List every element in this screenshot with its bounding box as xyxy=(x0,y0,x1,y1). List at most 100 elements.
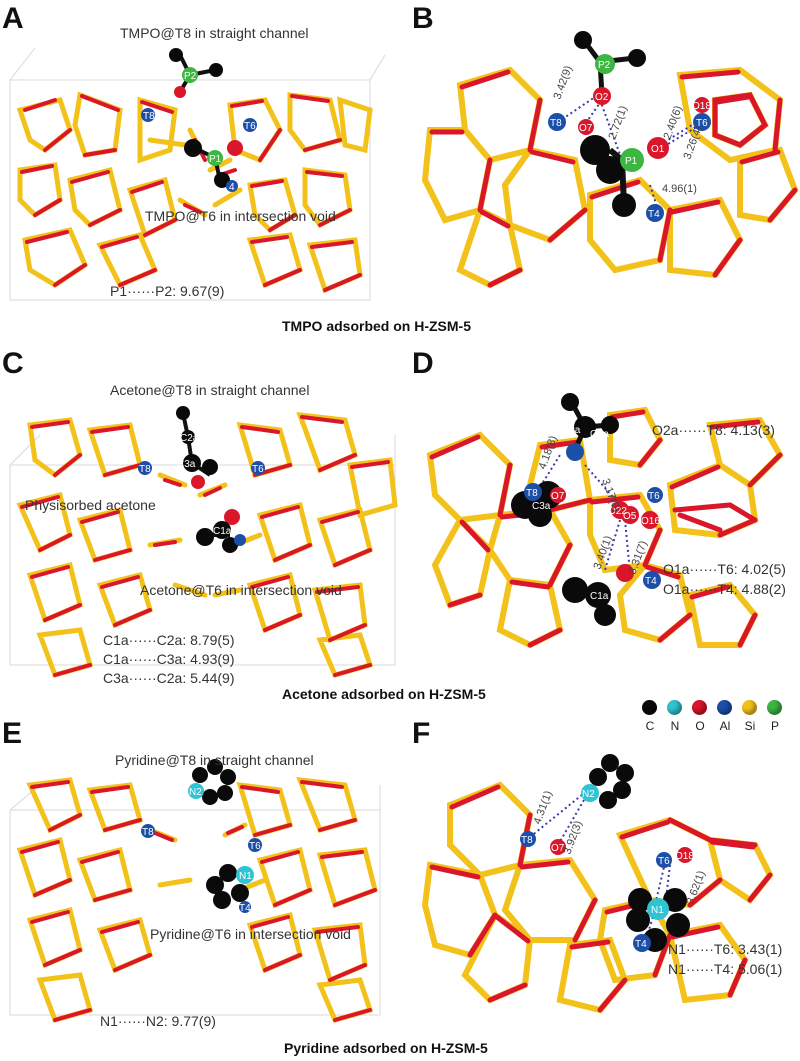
panel-label-a: A xyxy=(2,2,24,35)
atom-label: C2a xyxy=(562,425,581,436)
atom-label: T8 xyxy=(143,111,155,122)
atom-label: T6 xyxy=(244,121,256,132)
intersection-void-label: Acetone@T6 in intersection void xyxy=(140,582,342,598)
atom-label: T8 xyxy=(139,464,151,475)
framework-c: T8 C3a C2a T6 C1a xyxy=(9,406,398,679)
t4-atom-a xyxy=(226,180,238,192)
t6-atom-a xyxy=(243,118,257,132)
acetone-c1a-molecule xyxy=(562,577,616,626)
straight-channel-label: Pyridine@T8 in straight channel xyxy=(115,752,314,768)
atom-label: N1 xyxy=(651,905,664,916)
atom-label: P1 xyxy=(625,156,638,167)
pyridine-t8-molecule xyxy=(188,759,236,805)
atom-label: O16 xyxy=(641,516,660,527)
framework-d: C2a O2a T8 O7 O22 C3a O5 O16 T6 C1a T4 4… xyxy=(426,393,784,649)
legend-label: P xyxy=(770,719,779,733)
atom-label: O18 xyxy=(692,101,711,112)
framework-b: T8 O7 O2 P2 O18 T6 O1 P1 T4 3.42(9) 2.72… xyxy=(421,31,799,289)
silicon-legend-dot xyxy=(742,700,757,715)
atom-label: C3a xyxy=(532,501,551,512)
atom-label: N2 xyxy=(189,787,202,798)
atom-label: T6 xyxy=(252,464,264,475)
acetone-t6-molecule xyxy=(196,509,240,553)
atom-label: T6 xyxy=(648,491,660,502)
panel-label-f: F xyxy=(412,717,431,750)
legend-label: N xyxy=(670,719,680,733)
tmpo-t8-molecule xyxy=(169,48,223,98)
zeolite-framework xyxy=(421,66,799,289)
intersection-void-label: TMPO@T6 in intersection void xyxy=(145,208,336,224)
acetone-t8-molecule xyxy=(176,406,218,489)
zeolite-framework xyxy=(16,91,373,294)
distance-label: O1a······T6: 4.02(5) xyxy=(663,561,786,577)
physisorbed-label: Physisorbed acetone xyxy=(25,497,156,513)
oxygen-legend-dot xyxy=(692,700,707,715)
straight-channel-label: TMPO@T8 in straight channel xyxy=(120,25,309,41)
distance-label: C3a······C2a: 5.44(9) xyxy=(103,670,235,686)
distance-label: N1······T4: 5.06(1) xyxy=(668,961,783,977)
pyridine-t8-molecule xyxy=(581,754,634,809)
atom-label: O1 xyxy=(651,144,665,155)
distance-label: P1······P2: 9.67(9) xyxy=(110,283,225,299)
panel-label-b: B xyxy=(412,2,434,35)
panel-f: N2 T8 O7 T6 O18 N1 T4 4.31(1) 3.92(3) 3.… xyxy=(410,715,800,1035)
atom-label: P1 xyxy=(209,154,222,165)
zeolite-framework xyxy=(16,777,378,1024)
distance-label: O2a······T8: 4.13(3) xyxy=(652,422,775,438)
atom-label: N2 xyxy=(582,789,595,800)
atom-label: O18 xyxy=(675,851,694,862)
panel-b: T8 O7 O2 P2 O18 T6 O1 P1 T4 3.42(9) 2.72… xyxy=(410,0,800,310)
zeolite-framework xyxy=(426,406,784,649)
atom-label: T4 xyxy=(645,576,657,587)
distance-label: N1······T6: 3.43(1) xyxy=(668,941,783,957)
atom-label: T8 xyxy=(526,488,538,499)
legend-label: Si xyxy=(744,719,756,733)
bond-length: 4.96(1) xyxy=(662,183,697,195)
legend-label: C xyxy=(645,719,655,733)
panel-label-d: D xyxy=(412,347,434,380)
atom-label: C2a xyxy=(180,433,199,444)
atom-label: O7 xyxy=(579,123,593,134)
atom-label: T4 xyxy=(635,939,647,950)
atom-label: T6 xyxy=(658,856,670,867)
atom-label: O7 xyxy=(551,843,565,854)
atom-label: T8 xyxy=(550,118,562,129)
bond-length: 3.26(4) xyxy=(682,124,705,161)
legend-label: O xyxy=(695,719,705,733)
panel-label-e: E xyxy=(2,717,23,750)
unit-cell-box xyxy=(9,784,381,1016)
p2-atom xyxy=(182,67,198,83)
pyridine-t6-molecule xyxy=(206,864,254,909)
bond-length: 2.72(1) xyxy=(607,104,630,141)
atom-label: O22 xyxy=(608,506,627,517)
atom-label: T4 xyxy=(239,903,251,914)
atom-label: O7 xyxy=(551,491,565,502)
atom-label: P2 xyxy=(184,71,197,82)
atom-label: T4 xyxy=(648,209,660,220)
legend-label: Al xyxy=(719,719,731,733)
atom-label: T8 xyxy=(142,827,154,838)
pyridine-t6-molecule xyxy=(626,888,690,952)
bond-length: 3.92(3) xyxy=(562,819,585,856)
atom-label: T8 xyxy=(521,835,533,846)
unit-cell-box xyxy=(9,434,396,666)
framework-a: T8 T6 P2 P1 4 xyxy=(9,47,386,301)
p1-atom xyxy=(207,150,223,166)
zeolite-framework xyxy=(16,412,398,679)
nitrogen-legend-dot xyxy=(667,700,682,715)
tmpo-t6-molecule xyxy=(580,135,669,217)
atom-label: N1 xyxy=(239,871,252,882)
carbon-legend-dot xyxy=(642,700,657,715)
atom-label: 4 xyxy=(229,182,235,193)
phosphorus-legend-dot xyxy=(767,700,782,715)
caption-acetone: Acetone adsorbed on H-ZSM-5 xyxy=(282,686,486,702)
panel-d: C2a O2a T8 O7 O22 C3a O5 O16 T6 C1a T4 4… xyxy=(410,345,800,690)
element-legend: C N O Al Si P xyxy=(640,700,790,740)
panel-a: T8 T6 P2 P1 4 A TMPO@T8 in straight chan… xyxy=(0,0,390,310)
tmpo-t6-molecule xyxy=(184,139,243,188)
acetone-t8-molecule xyxy=(561,393,619,461)
atom-label: C3a xyxy=(177,459,196,470)
atom-label: T6 xyxy=(696,118,708,129)
atom-label: C1a xyxy=(590,591,609,602)
panel-c: T8 C3a C2a T6 C1a C Acetone@T8 in straig… xyxy=(0,345,400,690)
